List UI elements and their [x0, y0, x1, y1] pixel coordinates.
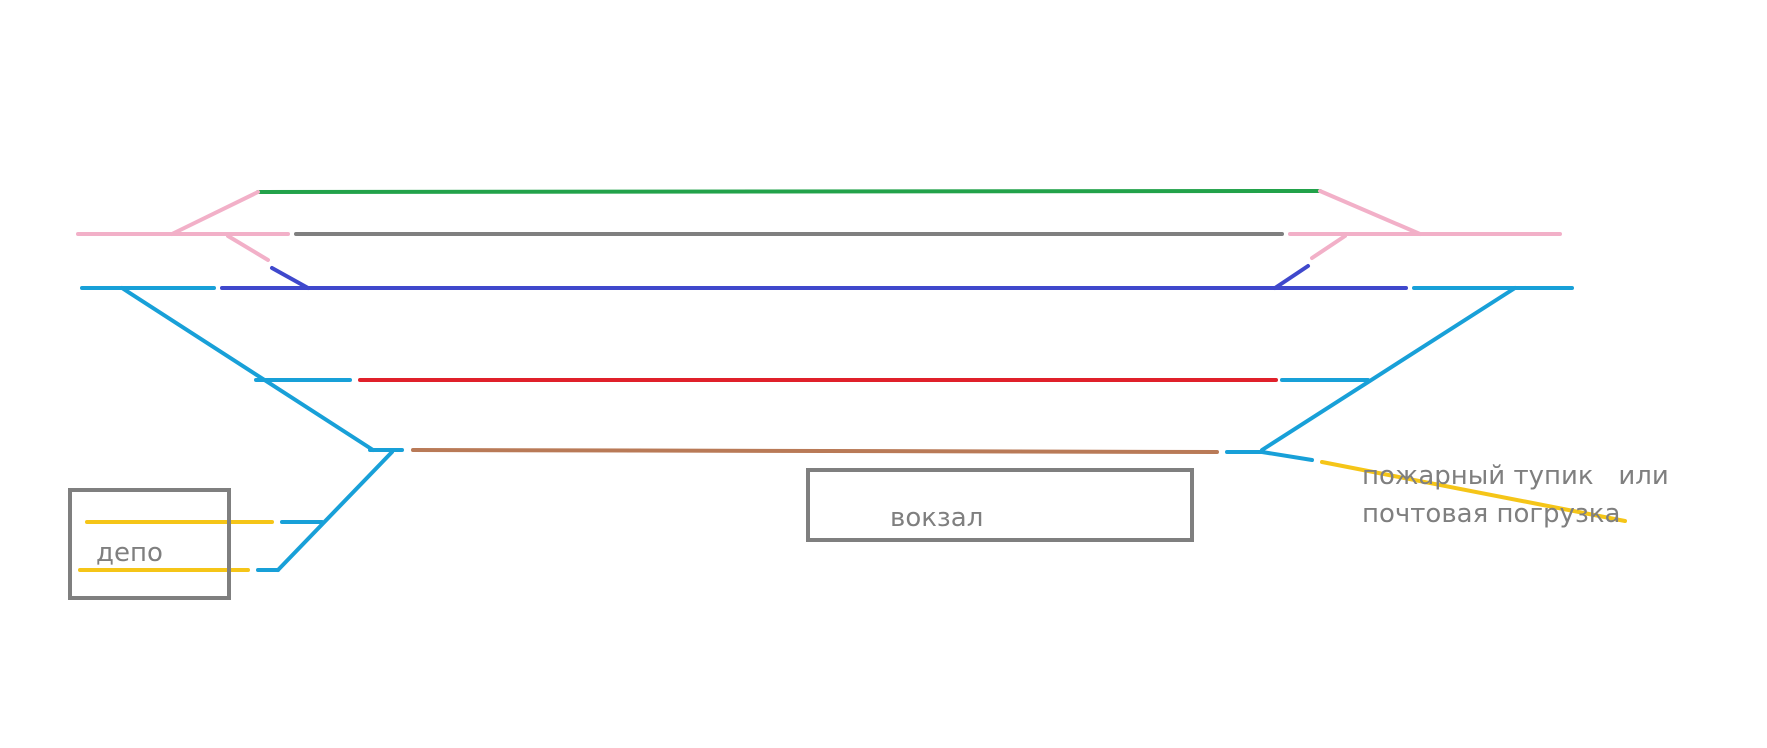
- switch-blue-to-siding: [1260, 450, 1314, 462]
- station-label: вокзал: [890, 503, 983, 533]
- switch-indigo-left: [270, 266, 310, 290]
- track-yellow-siding: [1320, 460, 1627, 523]
- track-brown: [411, 448, 1219, 454]
- buildings-group: [68, 468, 1194, 600]
- switch-pink-right-up: [1318, 189, 1422, 236]
- switch-blue-left-throat: [120, 286, 375, 452]
- track-green: [256, 189, 1322, 194]
- switch-blue-right-throat: [1260, 286, 1517, 452]
- station-box: [806, 468, 1194, 542]
- depot-box: [68, 488, 231, 600]
- switch-pink-left-up: [170, 190, 260, 236]
- tracks-group: [76, 189, 1627, 572]
- depot-label: депо: [96, 538, 163, 568]
- siding-label-line2: почтовая погрузка: [1362, 499, 1620, 529]
- labels-group: депо вокзал пожарный тупик или почтовая …: [96, 461, 1669, 568]
- switch-pink-right-down: [1310, 234, 1347, 260]
- switch-indigo-right: [1273, 264, 1310, 290]
- siding-label-line1: пожарный тупик или: [1362, 461, 1669, 491]
- switch-pink-left-down: [226, 234, 270, 262]
- switch-blue-to-depot: [276, 450, 394, 572]
